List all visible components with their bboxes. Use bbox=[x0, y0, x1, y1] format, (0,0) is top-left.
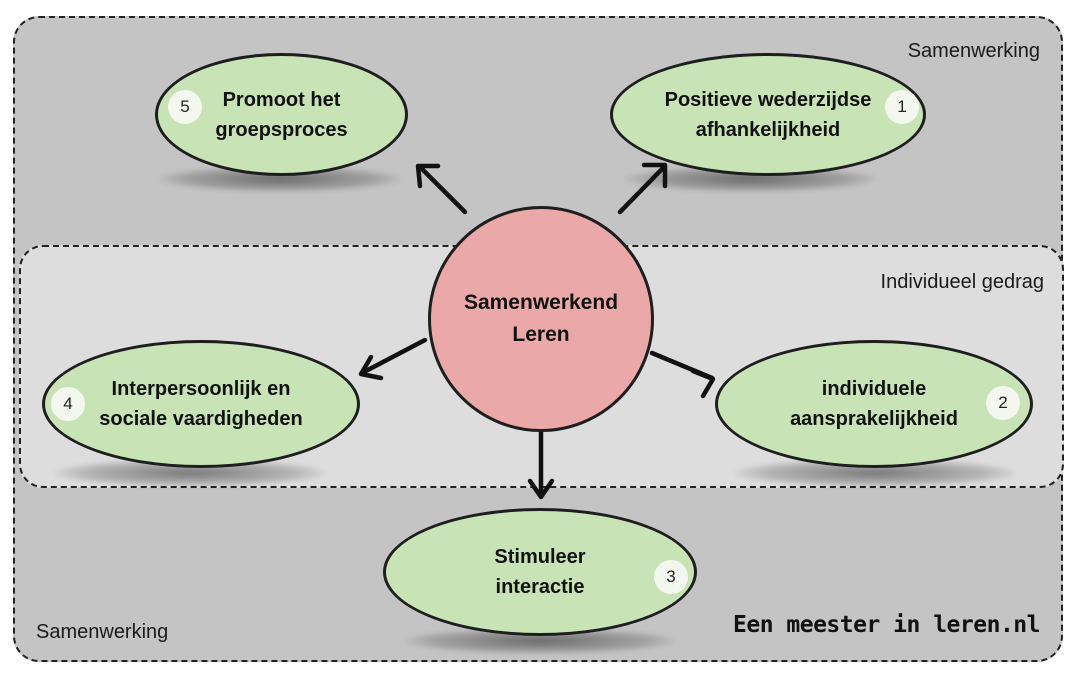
number-badge-5: 5 bbox=[168, 90, 202, 124]
arrow-to-node-3 bbox=[527, 429, 555, 500]
arrow-to-node-5 bbox=[415, 163, 468, 215]
node-1-label: Positieve wederzijdse afhankelijkheid bbox=[664, 88, 872, 141]
node-2-label: individuele aansprakelijkheid bbox=[790, 378, 958, 430]
number-badge-3: 3 bbox=[654, 560, 688, 594]
samenwerking-top-label: Samenwerking bbox=[907, 40, 1040, 62]
node-4-label: Interpersoonlijk en sociale vaardigheden bbox=[99, 378, 303, 430]
number-badge-4: 4 bbox=[51, 387, 85, 421]
samenwerking-bottom-label: Samenwerking bbox=[36, 621, 169, 643]
number-badge-1: 1 bbox=[885, 90, 919, 124]
node-3-label: Stimuleer interactie bbox=[494, 546, 586, 598]
arrow-to-node-4 bbox=[358, 337, 428, 381]
node-interpersoonlijk-vaardigheden: Interpersoonlijk en sociale vaardigheden bbox=[42, 340, 360, 468]
arrow-to-node-1 bbox=[617, 162, 668, 215]
arrow-to-node-2 bbox=[649, 350, 716, 399]
node-individuele-aansprakelijkheid: individuele aansprakelijkheid bbox=[715, 340, 1033, 468]
node-5-label: Promoot het groepsproces bbox=[215, 88, 348, 141]
number-badge-2: 2 bbox=[986, 386, 1020, 420]
center-samenwerkend-leren: Samenwerkend Leren bbox=[428, 206, 654, 432]
brand-signature: Een meester in leren.nl bbox=[733, 612, 1041, 638]
individueel-gedrag-label: Individueel gedrag bbox=[880, 271, 1044, 293]
node-stimuleer-interactie: Stimuleer interactie bbox=[383, 508, 697, 636]
center-label: Samenwerkend Leren bbox=[463, 291, 619, 346]
node-positieve-afhankelijkheid: Positieve wederzijdse afhankelijkheid bbox=[610, 53, 926, 176]
